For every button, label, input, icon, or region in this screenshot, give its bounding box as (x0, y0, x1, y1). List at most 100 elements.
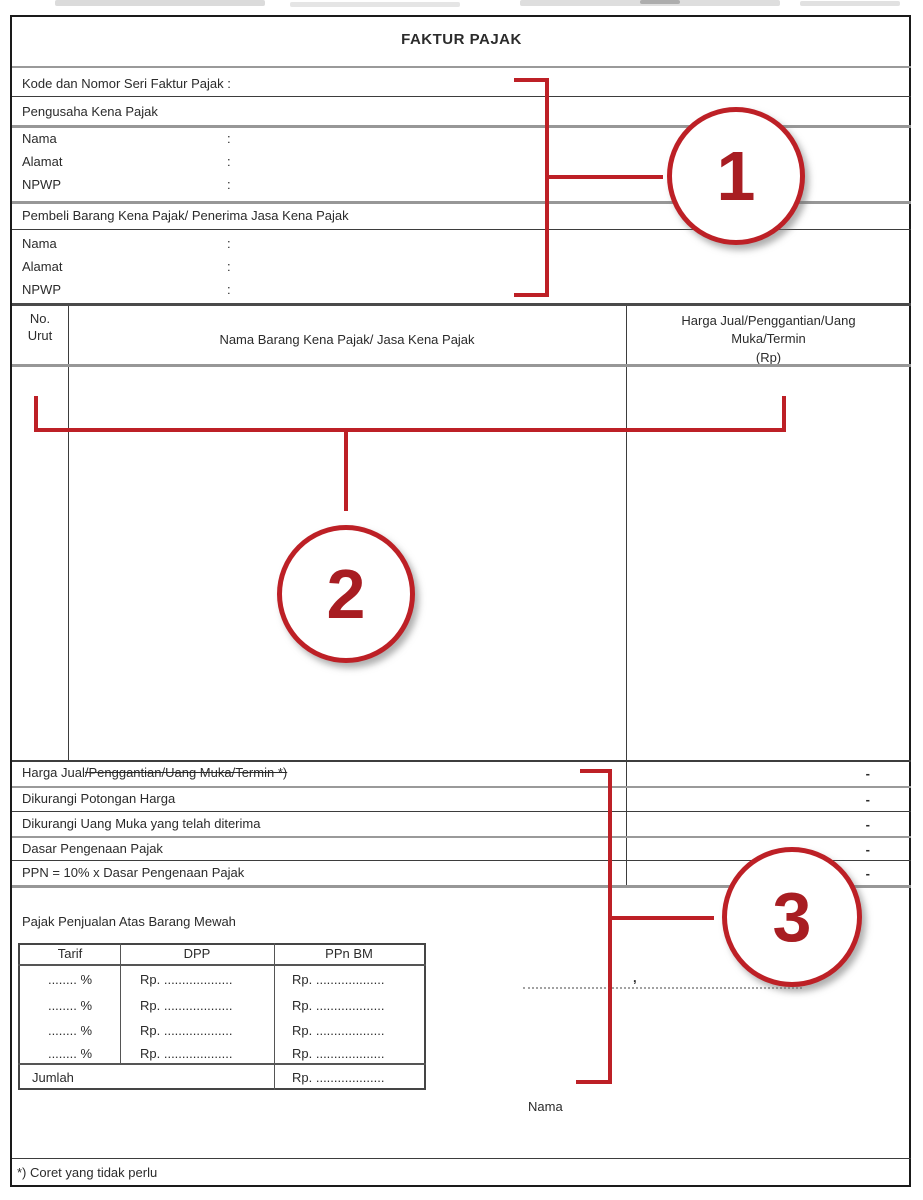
annotation-circle-3: 3 (722, 847, 862, 987)
annotation1-bracket-line (545, 78, 549, 297)
total-row-label: Dasar Pengenaan Pajak (22, 841, 163, 856)
page-border (10, 15, 911, 1187)
row-divider (12, 836, 911, 838)
scan-artifact (290, 2, 460, 7)
ppnbm-ppnbm-cell: Rp. ................... (292, 1046, 385, 1061)
ppnbm-tarif-cell: ........ % (47, 972, 93, 987)
seller-address-label: Alamat (22, 154, 63, 169)
total-label-normal: Harga Jual (22, 765, 85, 780)
table-header-divider (12, 364, 911, 367)
ppnbm-ppnbm-cell: Rp. ................... (292, 1023, 385, 1038)
ppnbm-ppnbm-cell: Rp. ................... (292, 998, 385, 1013)
total-value: - (865, 817, 870, 832)
section-divider (12, 303, 911, 306)
scan-artifact (800, 1, 900, 6)
col-header-urut: Urut (27, 328, 53, 343)
colon: : (227, 282, 231, 297)
ppnbm-column-divider (274, 943, 275, 1090)
ppnbm-column-divider (120, 943, 121, 1063)
colon: : (227, 259, 231, 274)
annotation3-connector (608, 916, 714, 920)
total-row-label: Dikurangi Uang Muka yang telah diterima (22, 816, 261, 831)
ppnbm-jumlah-divider (18, 1063, 426, 1065)
row-divider (12, 786, 911, 788)
annotation3-top-tick (580, 769, 612, 773)
section-divider (12, 125, 911, 128)
colon: : (227, 131, 231, 146)
buyer-address-label: Alamat (22, 259, 63, 274)
scan-artifact (55, 0, 265, 6)
total-row-label: Dikurangi Potongan Harga (22, 791, 176, 806)
section-divider (12, 201, 911, 204)
invoice-serial-label: Kode dan Nomor Seri Faktur Pajak : (22, 76, 231, 91)
row-divider (12, 229, 911, 230)
ppnbm-tarif-cell: ........ % (47, 998, 93, 1013)
seller-npwp-label: NPWP (22, 177, 61, 192)
annotation2-bracket-right-tick (782, 396, 786, 432)
row-divider (12, 96, 911, 97)
seller-section-header: Pengusaha Kena Pajak (22, 104, 158, 119)
total-value: - (865, 866, 870, 881)
footer-divider (12, 1158, 911, 1159)
annotation2-bracket-line (34, 428, 786, 432)
annotation2-connector (344, 428, 348, 511)
footnote: *) Coret yang tidak perlu (17, 1165, 158, 1180)
col-header-price-line1: Harga Jual/Penggantian/Uang (681, 313, 856, 328)
ppnbm-dpp-cell: Rp. ................... (140, 972, 233, 987)
ppnbm-title: Pajak Penjualan Atas Barang Mewah (22, 914, 236, 929)
ppnbm-dpp-cell: Rp. ................... (140, 998, 233, 1013)
col-header-no: No. (29, 311, 51, 326)
colon: : (227, 154, 231, 169)
buyer-section-header: Pembeli Barang Kena Pajak/ Penerima Jasa… (22, 208, 349, 223)
annotation1-bracket-top-tick (514, 78, 549, 82)
total-row-label: PPN = 10% x Dasar Pengenaan Pajak (22, 865, 245, 880)
colon: : (227, 177, 231, 192)
annotation-circle-1: 1 (667, 107, 805, 245)
ppnbm-jumlah-value: Rp. ................... (292, 1070, 385, 1085)
ppnbm-header-divider (18, 964, 426, 966)
total-value: - (865, 792, 870, 807)
buyer-npwp-label: NPWP (22, 282, 61, 297)
annotation-circle-2: 2 (277, 525, 415, 663)
row-divider (12, 811, 911, 812)
ppnbm-jumlah-label: Jumlah (32, 1070, 74, 1085)
colon: : (227, 236, 231, 251)
buyer-name-label: Nama (22, 236, 57, 251)
ppnbm-col-dpp: DPP (183, 946, 211, 961)
ppnbm-col-tarif: Tarif (57, 946, 83, 961)
signature-comma: , (633, 970, 637, 985)
annotation1-bracket-bottom-tick (514, 293, 549, 297)
ppnbm-col-ppnbm: PPn BM (325, 946, 373, 961)
row-divider (12, 760, 911, 762)
col-header-price-line2: Muka/Termin (731, 331, 806, 346)
annotation-number: 2 (326, 555, 366, 633)
col-header-item-name: Nama Barang Kena Pajak/ Jasa Kena Pajak (219, 332, 475, 347)
annotation2-bracket-left-tick (34, 396, 38, 432)
total-value: - (865, 842, 870, 857)
annotation3-bottom-tick (576, 1080, 612, 1084)
ppnbm-dpp-cell: Rp. ................... (140, 1023, 233, 1038)
total-row-label: Harga Jual/Penggantian/Uang Muka/Termin … (22, 766, 287, 780)
annotation-number: 3 (772, 878, 812, 956)
annotation-number: 1 (716, 137, 756, 215)
ppnbm-tarif-cell: ........ % (47, 1023, 93, 1038)
total-label-struck: /Penggantian/Uang Muka/Termin *) (84, 765, 288, 780)
col-header-price-line3: (Rp) (755, 350, 782, 365)
column-divider (626, 306, 627, 885)
ppnbm-ppnbm-cell: Rp. ................... (292, 972, 385, 987)
ppnbm-tarif-cell: ........ % (47, 1046, 93, 1061)
section-divider (12, 885, 911, 888)
annotation1-connector (545, 175, 663, 179)
section-divider (12, 66, 911, 68)
total-value: - (865, 766, 870, 781)
row-divider (12, 860, 911, 861)
page-title: FAKTUR PAJAK (401, 31, 522, 48)
ppnbm-dpp-cell: Rp. ................... (140, 1046, 233, 1061)
column-divider (68, 306, 69, 760)
scan-artifact (640, 0, 680, 4)
ppnbm-table (18, 943, 426, 1090)
seller-name-label: Nama (22, 131, 57, 146)
annotation3-bracket-line (608, 769, 612, 1084)
signature-dotted-line (523, 987, 802, 989)
